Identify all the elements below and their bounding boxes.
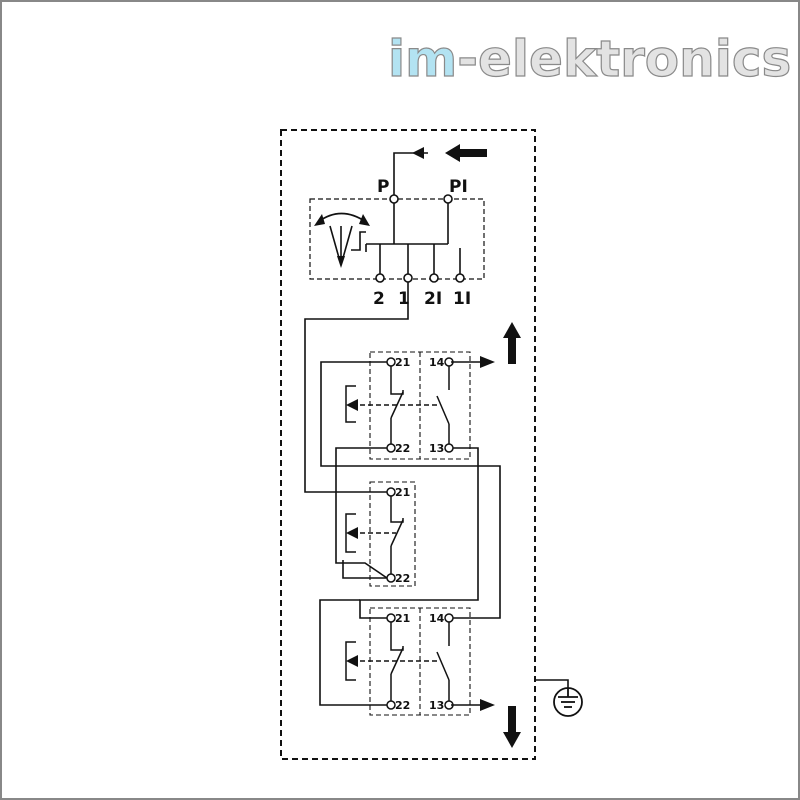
up-arrow-icon (503, 322, 521, 364)
supply-arrow-small-icon (412, 147, 424, 159)
actuator-arrow-icon (346, 399, 358, 411)
out-2-label: 2 (373, 289, 385, 309)
out-1-terminal (403, 273, 413, 283)
port-pi-label: PI (449, 177, 468, 197)
brand-suffix: -elektronics (457, 30, 791, 88)
block1-label-13: 13 (429, 442, 444, 455)
supply-arrow-large-icon (445, 144, 487, 162)
brand-prefix: im (388, 30, 457, 88)
block3-label-21: 21 (395, 612, 410, 625)
port-p-label: P (377, 177, 389, 197)
block1-label-21: 21 (395, 356, 410, 369)
block2-label-21: 21 (395, 486, 410, 499)
output-arrow-icon (480, 699, 495, 711)
pressure-switch (309, 144, 487, 283)
down-arrow-icon (503, 706, 521, 748)
actuator-arrow-icon (346, 655, 358, 667)
brand-logo: im-elektronics (388, 30, 791, 88)
actuator-arrow-icon (346, 527, 358, 539)
block2-label-22: 22 (395, 572, 410, 585)
block3-label-14: 14 (429, 612, 445, 625)
out-2-terminal (375, 273, 385, 283)
contact-block-1 (345, 351, 495, 460)
out-1-label: 1 (398, 289, 410, 309)
ground-icon (553, 687, 583, 717)
port-p-terminal (389, 194, 399, 204)
block3-label-13: 13 (429, 699, 444, 712)
output-arrow-icon (480, 356, 495, 368)
contact-block-2 (345, 481, 416, 587)
block3-label-22: 22 (395, 699, 410, 712)
block1-label-14: 14 (429, 356, 445, 369)
enclosure (280, 129, 536, 760)
out-1i-label: 1I (453, 289, 471, 309)
wiring (304, 282, 569, 706)
out-2i-label: 2I (424, 289, 442, 309)
block1-label-22: 22 (395, 442, 410, 455)
out-1i-terminal (455, 273, 465, 283)
contact-block-3 (345, 607, 495, 716)
out-2i-terminal (429, 273, 439, 283)
